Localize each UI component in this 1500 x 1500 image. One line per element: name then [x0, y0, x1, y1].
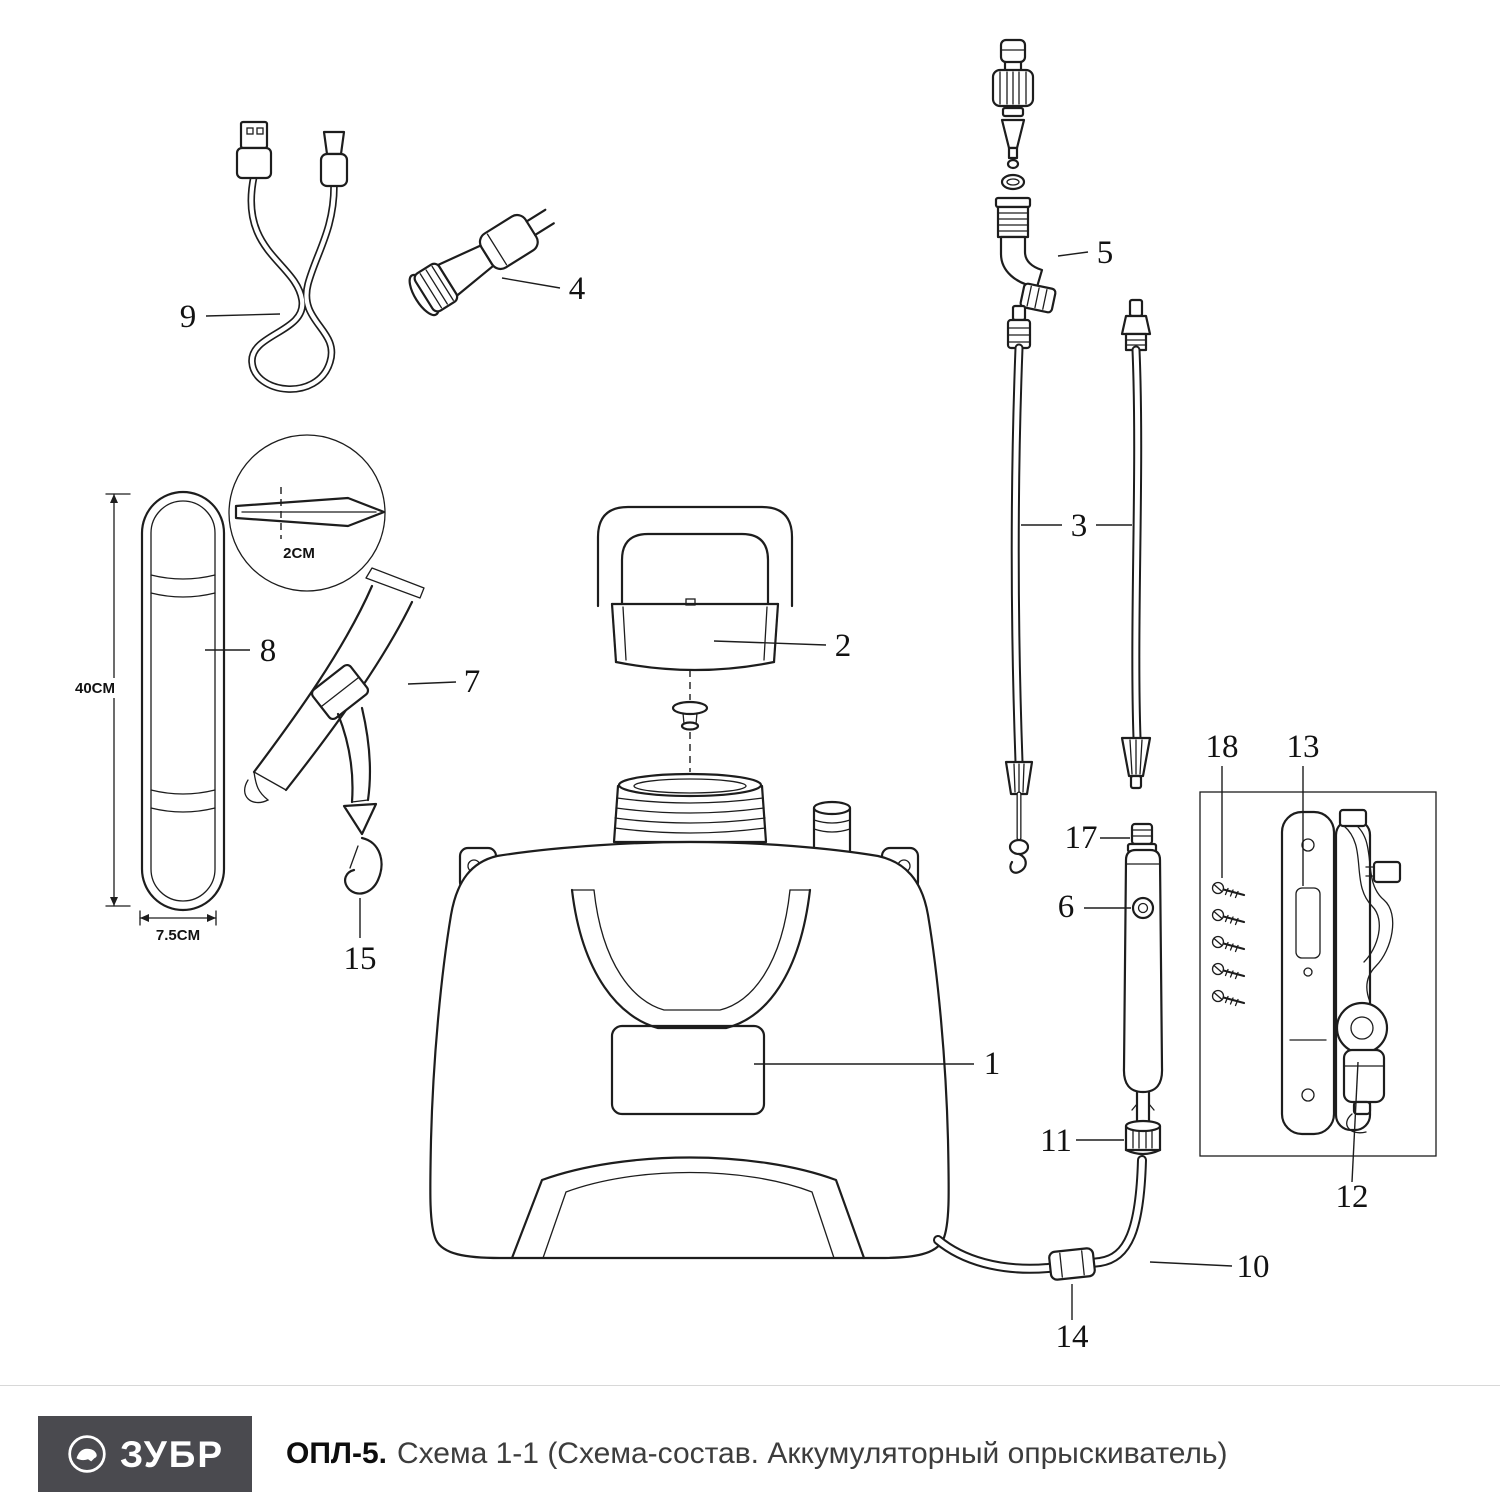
model-name: ОПЛ-5.	[286, 1437, 387, 1470]
callout-18: 18	[1206, 729, 1239, 765]
callout-15: 15	[344, 941, 377, 977]
callout-7: 7	[464, 664, 481, 700]
leader-10	[1149, 1261, 1233, 1267]
brand-logo: ЗУБР	[38, 1416, 252, 1492]
part-hose-nut	[1124, 1119, 1162, 1156]
footer: ЗУБР ОПЛ-5. Схема 1-1 (Схема-состав. Акку…	[38, 1416, 1228, 1492]
brand-name: ЗУБР	[119, 1433, 225, 1475]
leader-9	[205, 313, 281, 317]
callout-14: 14	[1056, 1319, 1089, 1355]
leader-12	[1351, 1061, 1359, 1183]
part-carabiner	[342, 802, 383, 895]
callout-9: 9	[180, 299, 197, 335]
callout-17: 17	[1065, 820, 1098, 856]
part-strap	[244, 567, 425, 804]
kit-box	[1199, 791, 1437, 1157]
dim-tip-depth: 2CM	[283, 545, 315, 562]
part-shoulder-pad	[140, 490, 226, 912]
diagram-canvas: 9 4	[72, 38, 1437, 1355]
leader-4	[501, 277, 561, 289]
part-screws	[1211, 881, 1246, 1007]
part-pump-motor	[1335, 808, 1402, 1134]
dim-pad-length: 40CM	[75, 680, 115, 697]
part-handle-grip	[1122, 848, 1164, 1122]
callout-1: 1	[984, 1046, 1001, 1082]
dimension-pad-length: 40CM	[72, 493, 131, 907]
part-nozzle-assembly	[991, 38, 1057, 314]
diagram-title: ОПЛ-5. Схема 1-1 (Схема-состав. Аккумулят…	[286, 1437, 1228, 1471]
part-tank-cap	[596, 505, 794, 772]
part-connector-17	[1126, 822, 1158, 854]
callout-2: 2	[835, 628, 852, 664]
callout-8: 8	[260, 633, 277, 669]
part-lance-left	[1004, 304, 1034, 874]
callout-6: 6	[1058, 889, 1075, 925]
part-charger-plug	[408, 208, 555, 317]
dimension-pad-width: 7.5CM	[139, 910, 217, 944]
callout-13: 13	[1287, 729, 1320, 765]
callout-10: 10	[1237, 1249, 1270, 1285]
part-hose-coupler	[1048, 1247, 1096, 1281]
part-usb-cable	[235, 120, 349, 393]
part-hose	[933, 1155, 1147, 1281]
leader-5	[1057, 251, 1089, 257]
callout-3: 3	[1071, 508, 1088, 544]
callout-11: 11	[1040, 1123, 1072, 1159]
brand-logo-icon	[68, 1435, 106, 1473]
part-lance-right	[1120, 298, 1152, 790]
callout-4: 4	[569, 271, 586, 307]
leader-2	[713, 640, 827, 646]
detail-tip-circle: 2CM	[228, 434, 386, 592]
dim-pad-width: 7.5CM	[156, 927, 200, 944]
diagram-subtitle: Схема 1-1 (Схема-состав. Аккумуляторный …	[396, 1437, 1228, 1470]
callout-5: 5	[1097, 235, 1114, 271]
leader-7	[407, 681, 457, 685]
footer-divider	[0, 1385, 1500, 1386]
callout-12: 12	[1336, 1179, 1369, 1215]
part-tank	[429, 772, 950, 1260]
